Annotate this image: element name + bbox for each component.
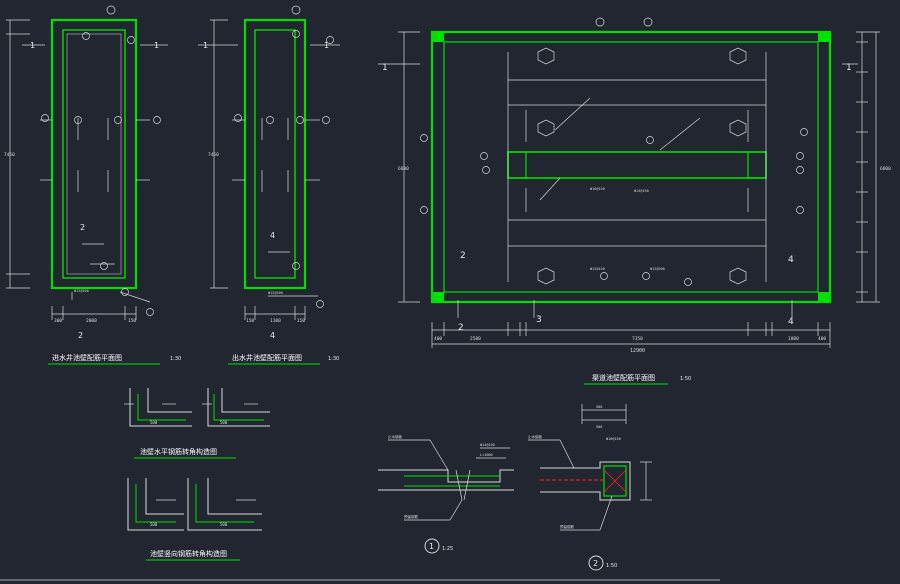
outlet-well-plan: [198, 5, 340, 320]
horizontal-detail-labels: 500 500 池壁水平钢筋转角构造图: [140, 420, 228, 456]
section-mark-2-inside: 2: [80, 223, 85, 232]
channel-plan: [378, 17, 880, 348]
channel-labels: 1 1 2 2 3 4 4 12900 2500 7350 1800 400 4…: [382, 63, 891, 382]
section-mark-1-right: 1: [154, 41, 159, 50]
hdetail-dim-1: 500: [150, 420, 158, 425]
channel-rebar-3: Φ12@150: [590, 267, 605, 271]
channel-rebar-1: Φ14@150: [634, 189, 649, 193]
inlet-well-labels: 1 1 2 2 2000 150 300 7450 Φ12@200 进水井池壁配…: [4, 41, 181, 362]
outlet-section-mark-4-bottom: 4: [270, 331, 275, 340]
inlet-well-scale: 1:30: [170, 356, 181, 362]
outlet-dim-left: 150: [246, 318, 254, 324]
inlet-dim-mid: 2000: [86, 318, 97, 324]
detail-2-note-2: 预留钢筋: [560, 524, 574, 529]
inlet-well-plan: [6, 5, 168, 320]
channel-dim-e: 400: [818, 336, 826, 342]
detail-2-scale: 1:50: [606, 563, 617, 569]
horizontal-detail-title: 池壁水平钢筋转角构造图: [140, 447, 217, 456]
channel-section-1-right: 1: [846, 63, 852, 73]
channel-section-2-inside: 2: [460, 251, 466, 261]
detail-2-marker: 2: [593, 559, 598, 568]
channel-section-2-bottom: 2: [458, 323, 464, 333]
detail-1-marker: 1: [429, 542, 434, 551]
outlet-well-title: 出水井池壁配筋平面图: [232, 353, 302, 362]
channel-rebar-4: Φ12@200: [650, 267, 665, 271]
outlet-well-scale: 1:30: [328, 356, 339, 362]
channel-section-1: 1: [382, 63, 388, 73]
detail-2-dim-top: 500: [596, 405, 602, 409]
channel-total-dim: 12900: [630, 348, 645, 354]
outlet-dim-right: 150: [297, 318, 305, 324]
section-detail-1: [378, 439, 514, 554]
inlet-dim-height: 7450: [4, 152, 15, 158]
inlet-well-title: 进水井池壁配筋平面图: [52, 353, 122, 362]
vertical-corner-detail: [127, 478, 262, 531]
detail-1-scale: 1:25: [442, 546, 453, 552]
channel-section-4-inside: 4: [788, 255, 794, 265]
channel-section-4-bottom: 4: [788, 317, 794, 327]
channel-section-3: 3: [536, 315, 542, 325]
detail-1-length: L=2000: [480, 453, 493, 457]
detail-2-rebar: Φ16@150: [606, 437, 621, 441]
hdetail-dim-2: 500: [220, 420, 228, 425]
detail-2-dim-bottom: 500: [596, 425, 602, 429]
outlet-well-labels: 1 1 4 4 1100 150 150 7450 Φ12@200 出水井池壁配…: [203, 41, 339, 362]
section-detail-2-labels: 2 1:50 500 500 Φ16@150 止水钢板 预留钢筋: [528, 405, 621, 569]
channel-dim-b: 7350: [632, 336, 643, 342]
outlet-rebar-note: Φ12@200: [268, 291, 283, 295]
vertical-detail-title: 池壁竖向钢筋转角构造图: [150, 549, 227, 558]
vdetail-dim-1: 500: [150, 522, 158, 527]
channel-dim-d: 400: [434, 336, 442, 342]
outlet-dim-height: 7450: [208, 152, 219, 158]
channel-dim-a: 2500: [470, 336, 481, 342]
section-detail-1-labels: 1 1:25 Φ14@150 L=2000 预留钢筋 止水钢板: [388, 434, 495, 552]
section-detail-2: [528, 404, 652, 571]
inlet-dim-left: 300: [54, 318, 62, 324]
section-mark-2-bottom: 2: [78, 331, 83, 340]
detail-2-note: 止水钢板: [528, 434, 542, 439]
detail-1-note: 预留钢筋: [404, 514, 418, 519]
channel-left-total: 6800: [398, 166, 409, 172]
horizontal-corner-detail: [124, 388, 270, 427]
channel-scale: 1:50: [680, 376, 691, 382]
inlet-dim-right: 150: [128, 318, 136, 324]
vertical-detail-labels: 500 500 池壁竖向钢筋转角构造图: [150, 522, 228, 558]
channel-right-total: 6800: [880, 166, 891, 172]
detail-1-rebar: Φ14@150: [480, 443, 495, 447]
channel-dim-c: 1800: [788, 336, 799, 342]
outlet-section-mark-1-right: 1: [324, 41, 329, 50]
detail-1-note-2: 止水钢板: [388, 434, 402, 439]
outlet-section-mark-1-left: 1: [203, 41, 208, 50]
channel-title: 渠道池壁配筋平面图: [592, 373, 655, 382]
channel-rebar-2: Φ16@150: [590, 187, 605, 191]
outlet-dim-mid: 1100: [270, 318, 281, 324]
inlet-rebar-note: Φ12@200: [74, 289, 89, 293]
outlet-section-mark-4-inside: 4: [270, 231, 275, 240]
vdetail-dim-2: 500: [220, 522, 228, 527]
section-mark-1-left: 1: [30, 41, 35, 50]
